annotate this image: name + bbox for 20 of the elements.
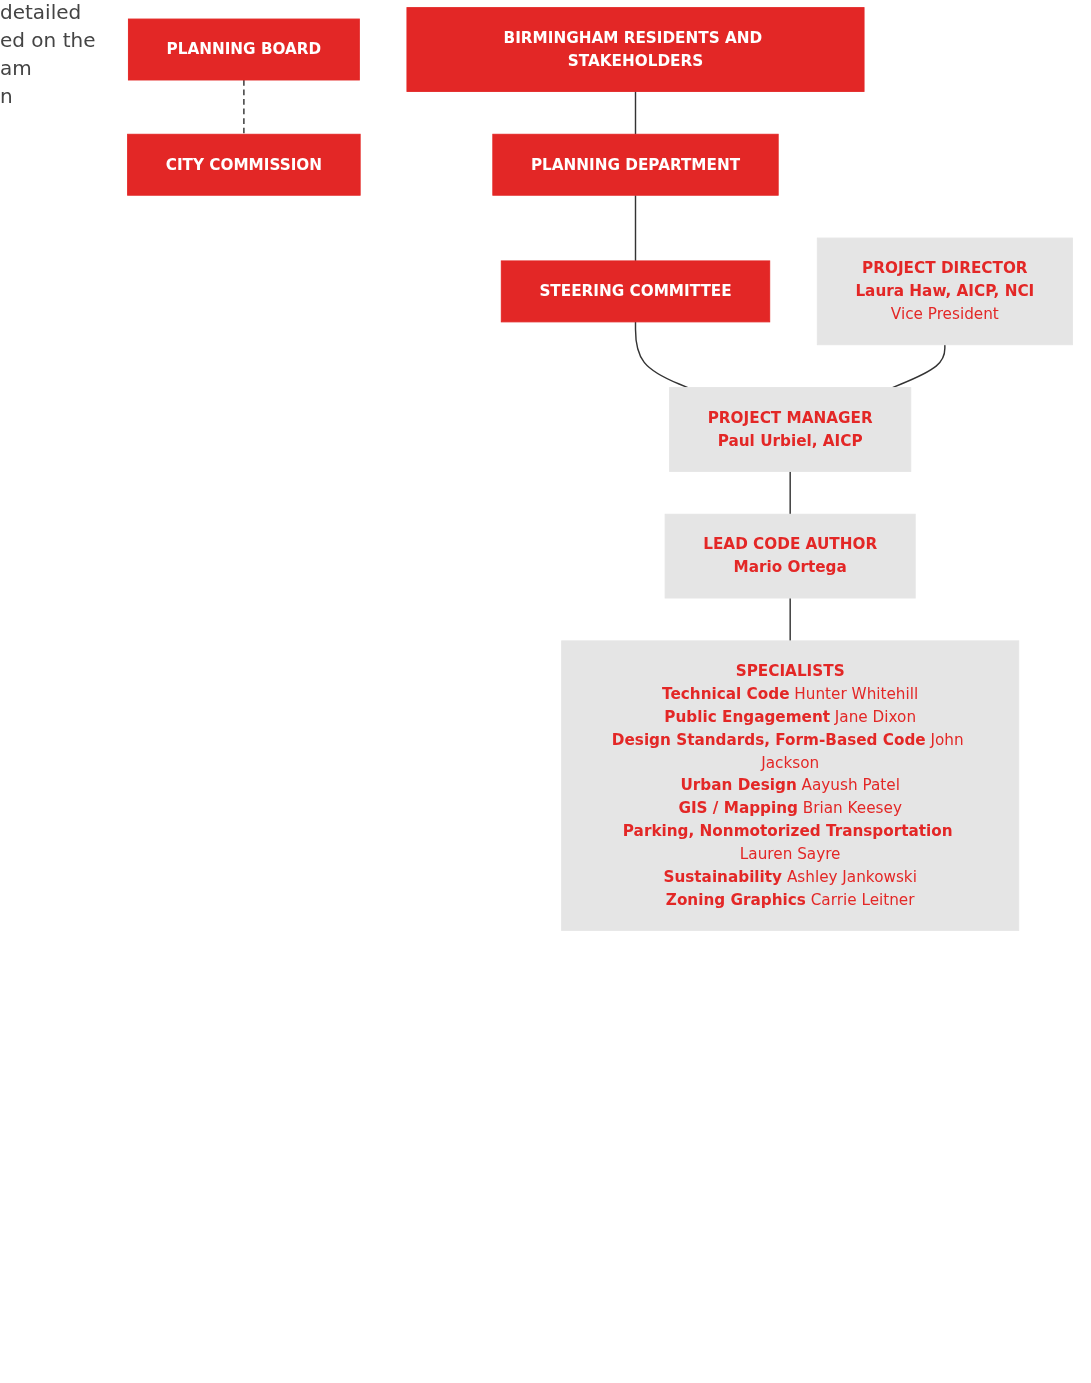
connector [891, 344, 946, 389]
connector [634, 90, 637, 135]
connector [789, 597, 791, 642]
text-fragment: n [0, 84, 14, 108]
node-box: PROJECT MANAGER Paul Urbiel, AICP [669, 387, 912, 472]
node-box: CITY COMMISSION [127, 133, 361, 196]
connector [634, 321, 689, 389]
connector [789, 470, 791, 515]
node-box: PLANNING BOARD [127, 18, 360, 81]
node-box: STEERING COMMITTEE [500, 260, 771, 323]
text-fragment: detailed [0, 0, 83, 24]
connector [243, 79, 245, 135]
node-box: LEAD CODE AUTHOR Mario Ortega [664, 513, 916, 599]
node-box: PLANNING DEPARTMENT [492, 133, 779, 196]
node-box: PROJECT DIRECTOR Laura Haw, AICP, NCI Vice President [816, 237, 1073, 346]
connector [634, 194, 637, 262]
node-box: BIRMINGHAM RESIDENTS AND STAKEHOLDERS [406, 7, 865, 92]
node-box: SPECIALISTS Technical Code Hunter Whitehill Public Engagement Jane Dixon Design Standards, Form-Based Code John Jackson Urban Design Aayush Patel GIS / Mapping Brian Keesey Parking, Nonmotorized Transportation Lauren Sayre Sustainability Ashley Jankowski Zoning Graphics Carrie Leitner [561, 640, 1020, 931]
text-fragment: ed on the [0, 28, 97, 52]
text-fragment: am [0, 56, 33, 80]
